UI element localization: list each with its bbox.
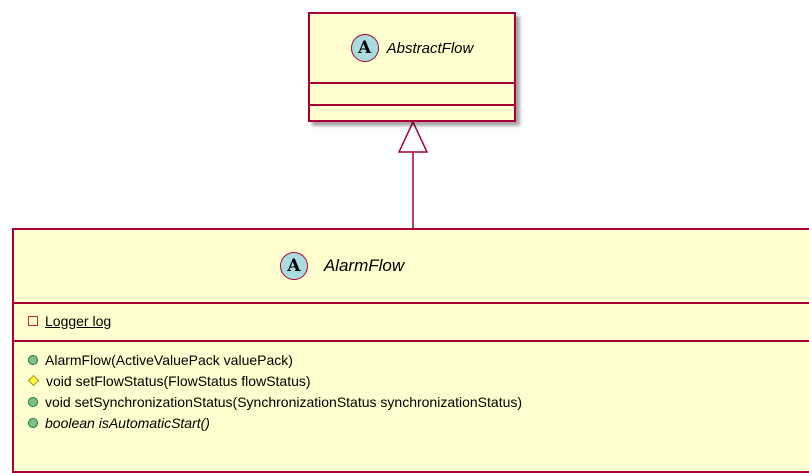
alarm-flow-class[interactable]: A AlarmFlow Logger log AlarmFlow(ActiveV…: [12, 228, 809, 473]
attributes-section: [310, 82, 514, 104]
public-visibility-icon: [28, 417, 38, 428]
attribute-text: Logger log: [45, 313, 112, 329]
inheritance-arrow: [397, 120, 429, 228]
method-row: boolean isAutomaticStart(): [14, 412, 809, 433]
private-visibility-icon: [28, 316, 38, 326]
protected-visibility-icon: [28, 375, 39, 386]
class-header: A AlarmFlow: [14, 230, 809, 302]
method-row: void setFlowStatus(FlowStatus flowStatus…: [14, 370, 809, 391]
inheritance-arrowhead: [397, 120, 429, 153]
method-row: void setSynchronizationStatus(Synchroniz…: [14, 391, 809, 412]
method-text: void setFlowStatus(FlowStatus flowStatus…: [46, 372, 311, 389]
public-visibility-icon: [28, 354, 38, 365]
abstract-flow-class[interactable]: A AbstractFlow: [308, 12, 516, 122]
class-name: AlarmFlow: [323, 256, 405, 275]
method-row: AlarmFlow(ActiveValuePack valuePack): [14, 349, 809, 370]
class-name: AbstractFlow: [386, 39, 474, 57]
class-header: A AbstractFlow: [310, 14, 514, 82]
methods-section: [310, 104, 514, 106]
method-text: AlarmFlow(ActiveValuePack valuePack): [45, 351, 293, 368]
method-text: boolean isAutomaticStart(): [45, 414, 210, 431]
attributes-section: Logger log: [14, 302, 809, 340]
methods-section: AlarmFlow(ActiveValuePack valuePack) voi…: [14, 340, 809, 433]
abstract-class-icon: A: [350, 34, 379, 62]
method-text: void setSynchronizationStatus(Synchroniz…: [45, 393, 523, 410]
attribute-row: Logger log: [14, 304, 809, 334]
public-visibility-icon: [28, 396, 38, 407]
abstract-class-icon: A: [279, 252, 308, 280]
